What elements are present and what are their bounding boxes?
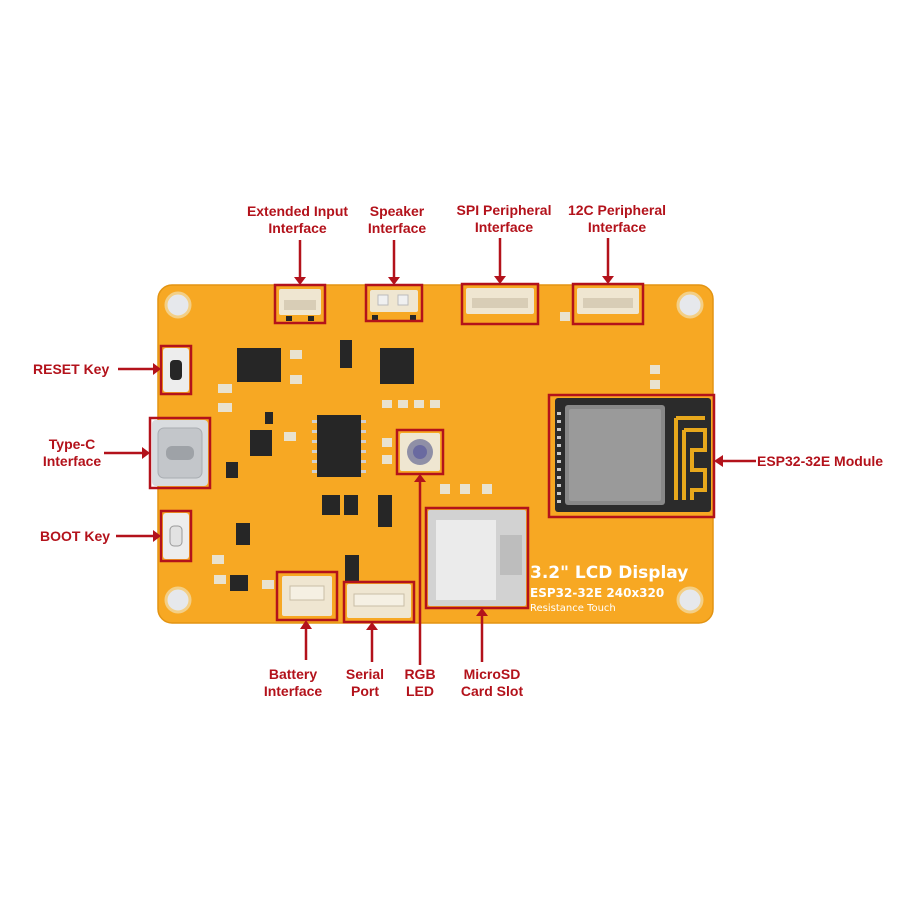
esp32-module: [555, 398, 711, 512]
serial-port-connector: [347, 584, 411, 618]
ic-components: [226, 340, 414, 591]
battery-connector: [282, 576, 332, 616]
board-label-touch: Resistance Touch: [530, 603, 616, 614]
board-label-resolution: ESP32-32E 240x320: [530, 586, 665, 600]
callout-boot-key: BOOT Key: [40, 528, 111, 544]
spi-connector: [466, 288, 534, 314]
type-c-port: [152, 420, 208, 486]
i2c-connector: [577, 288, 639, 314]
microsd-slot: [428, 510, 526, 606]
reset-key: [163, 348, 189, 392]
ic-pins: [312, 420, 366, 473]
board-label-lcd-display: 3.2" LCD Display: [530, 563, 689, 583]
speaker-connector: [370, 290, 418, 320]
antenna-trace-icon: [674, 416, 707, 500]
boot-key: [163, 513, 189, 559]
callout-arrows: [104, 238, 756, 665]
extended-input-connector: [279, 289, 321, 321]
callout-esp32-32e-module: ESP32-32E Module: [757, 453, 884, 469]
rgb-led: [400, 433, 440, 471]
callout-reset-key: RESET Key: [33, 361, 110, 377]
mounting-holes: [164, 291, 704, 614]
passive-pads: [212, 312, 660, 589]
